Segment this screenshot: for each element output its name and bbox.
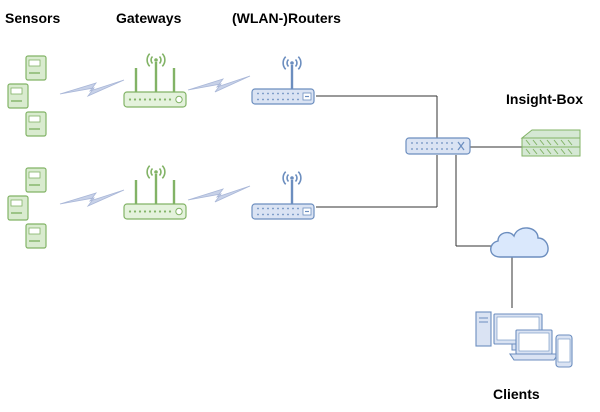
insight-box-heading: Insight-Box: [506, 91, 583, 107]
wireless-link-icon: [59, 79, 125, 97]
sensor-icon: [25, 167, 47, 193]
wireless-link-icon: [59, 189, 125, 207]
gateway-icon: [123, 165, 187, 220]
routers-heading: (WLAN-)Routers: [232, 10, 341, 26]
sensor-icon: [25, 111, 47, 137]
switch-icon: [405, 137, 471, 155]
router-icon: [251, 56, 315, 105]
wireless-link-icon: [187, 75, 251, 93]
sensors-heading: Sensors: [5, 10, 61, 26]
sensor-icon: [25, 55, 47, 81]
gateways-heading: Gateways: [116, 10, 182, 26]
cloud-icon: [490, 227, 549, 258]
sensor-icon: [7, 195, 29, 221]
server-icon: [520, 129, 581, 157]
clients-icon: [475, 311, 573, 368]
clients-heading: Clients: [493, 386, 540, 402]
sensor-icon: [25, 223, 47, 249]
gateway-icon: [123, 53, 187, 108]
sensor-icon: [7, 83, 29, 109]
wireless-link-icon: [187, 185, 251, 203]
connection-lines: [316, 95, 522, 308]
router-icon: [251, 171, 315, 220]
